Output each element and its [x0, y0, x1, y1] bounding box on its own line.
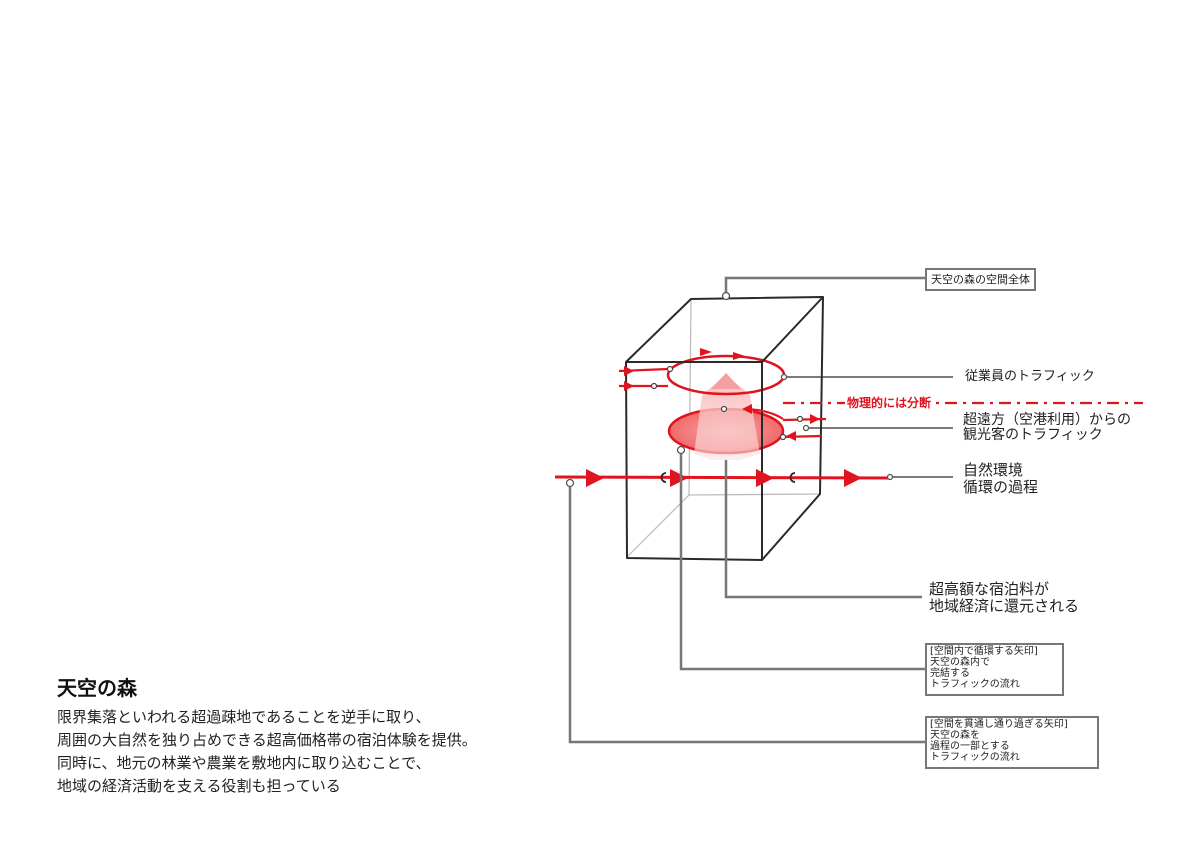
description-line: 限界集落といわれる超過疎地であることを逆手に取り、	[57, 708, 431, 726]
cone-tip	[711, 373, 741, 389]
box-outline	[625, 296, 824, 561]
leader-lines-thin	[784, 376, 953, 478]
nature-cycle-marks	[660, 472, 796, 483]
legend-box-circulating-line: 完結する	[930, 668, 970, 679]
nature-cycle-line-1: 自然環境	[963, 461, 1024, 479]
description: 限界集落といわれる超過疎地であることを逆手に取り、 周囲の大自然を独り占めできる…	[57, 706, 477, 798]
box-hidden-edges	[626, 299, 821, 558]
nature-cycle-line-2: 循環の過程	[963, 478, 1039, 496]
tourist-traffic-line-1: 超遠方（空港利用）からの	[963, 412, 1131, 428]
economy-line-2: 地域経済に還元される	[929, 597, 1080, 615]
nature-through-arrow	[554, 475, 891, 480]
economy-line-1: 超高額な宿泊料が	[929, 580, 1050, 598]
nature-cycle-label: 自然環境 循環の過程	[963, 462, 1038, 496]
light-cone	[694, 375, 760, 460]
legend-box-through-line: 過程の一部とする	[930, 741, 1010, 752]
description-line: 同時に、地元の林業や農業を敷地内に取り込むことで、	[57, 754, 431, 772]
description-line: 周囲の大自然を独り占めできる超高価格帯の宿泊体験を提供。	[57, 731, 477, 749]
staff-loop-arrowheads	[700, 348, 745, 360]
whole-space-label: 天空の森の空間全体	[925, 268, 1036, 291]
legend-box-circulating-line: 天空の森内で	[930, 657, 990, 668]
economy-label: 超高額な宿泊料が 地域経済に還元される	[929, 581, 1079, 615]
nature-arrowheads	[586, 469, 862, 487]
page-title: 天空の森	[57, 676, 137, 700]
legend-box-through: [空間を貫通し通り過ぎる矢印] 天空の森を 過程の一部とする トラフィックの流れ	[925, 716, 1099, 769]
tourist-traffic-label: 超遠方（空港利用）からの 観光客のトラフィック	[963, 413, 1131, 443]
legend-box-through-line: 天空の森を	[930, 730, 980, 741]
legend-box-circulating: [空間内で循環する矢印] 天空の森内で 完結する トラフィックの流れ	[925, 643, 1064, 696]
legend-box-through-line: トラフィックの流れ	[930, 752, 1020, 763]
whole-space-text: 天空の森の空間全体	[931, 273, 1030, 286]
leader-lines	[568, 276, 927, 744]
staff-traffic-label: 従業員のトラフィック	[965, 369, 1095, 384]
tourist-traffic-line-2: 観光客のトラフィック	[963, 427, 1103, 443]
legend-box-circulating-line: トラフィックの流れ	[930, 679, 1020, 690]
separated-label: 物理的には分断	[845, 394, 934, 411]
leader-dots	[565, 291, 894, 488]
legend-box-circulating-line: [空間内で循環する矢印]	[930, 646, 1038, 657]
description-line: 地域の経済活動を支える役割も担っている	[57, 777, 341, 795]
legend-box-through-line: [空間を貫通し通り過ぎる矢印]	[930, 719, 1068, 730]
